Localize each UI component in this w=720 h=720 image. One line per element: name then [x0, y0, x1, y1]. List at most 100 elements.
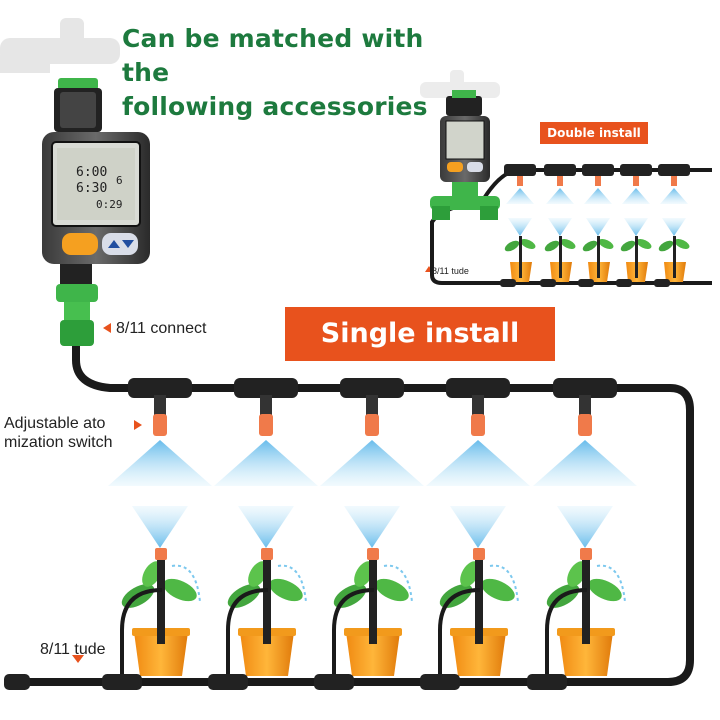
leaf	[504, 240, 520, 252]
leaf	[163, 578, 197, 602]
nozzle-tip	[557, 176, 563, 186]
drip-stake	[263, 548, 271, 644]
mist-spray	[584, 188, 612, 204]
water-timer: 6:00 6:30 6 0:29	[42, 78, 150, 346]
tee-fitting	[128, 378, 192, 398]
mist-spray	[508, 218, 532, 236]
feeder-tube	[226, 588, 269, 676]
drip-stake	[559, 236, 562, 278]
tube-fitting	[578, 279, 594, 287]
mist-spray	[548, 218, 572, 236]
tee-fitting	[620, 164, 652, 176]
nozzle-stem	[472, 395, 484, 415]
tee-fitting	[582, 164, 614, 176]
mist-spray	[238, 506, 294, 548]
flower-pot	[240, 632, 294, 676]
leaf	[588, 578, 622, 602]
drip-stake	[582, 548, 590, 644]
nozzle-tip	[471, 414, 485, 436]
leaf	[354, 561, 374, 587]
nozzle-stem	[260, 395, 272, 415]
stake-head	[367, 548, 379, 560]
drip-stake	[597, 236, 600, 278]
tube-end-cap	[4, 674, 30, 690]
mist-spray	[546, 188, 574, 204]
mist-spray	[132, 506, 188, 548]
headline: Can be matched with the following access…	[122, 22, 462, 124]
leaf	[620, 240, 636, 252]
timer-value2: 0:29	[96, 198, 123, 211]
leaf	[598, 239, 614, 249]
nozzle-stem	[366, 395, 378, 415]
leaf	[460, 561, 480, 587]
nozzle-tip	[633, 176, 639, 186]
flower-pot	[559, 632, 613, 676]
flower-pot	[452, 632, 506, 676]
switch-label-line1: Adjustable ato	[4, 415, 106, 432]
mist-spray	[586, 218, 610, 236]
inset-tube-label: 8/11 tude	[432, 266, 469, 276]
tee-fitting	[234, 378, 298, 398]
leaf	[142, 561, 162, 587]
drip-stake	[475, 548, 483, 644]
tee-fitting	[544, 164, 576, 176]
leaf	[582, 240, 598, 252]
drip-stake	[673, 236, 676, 278]
flower-pot	[134, 632, 188, 676]
double-install-inset	[430, 90, 712, 287]
nozzle-tip	[517, 176, 523, 186]
tube-fitting	[616, 279, 632, 287]
tee-fitting	[504, 164, 536, 176]
leaf	[481, 578, 515, 602]
tee-fitting	[446, 378, 510, 398]
leaf	[248, 561, 268, 587]
mist-spray	[506, 188, 534, 204]
leaf	[269, 578, 303, 602]
mist-spray	[450, 506, 506, 548]
nozzle-stem	[579, 395, 591, 415]
feeder-tube	[545, 588, 588, 676]
tube-fitting	[527, 674, 567, 690]
drip-stake	[369, 548, 377, 644]
bottom-fittings	[4, 674, 567, 690]
tube-fitting	[420, 674, 460, 690]
feeder-tube	[332, 588, 375, 676]
stake-head	[473, 548, 485, 560]
timer-time2: 6:30	[76, 181, 107, 196]
tube-fitting	[540, 279, 556, 287]
tube-fitting	[314, 674, 354, 690]
tube-fitting	[208, 674, 248, 690]
single-install-banner: Single install	[285, 307, 555, 361]
tube-fitting	[500, 279, 516, 287]
main-hose	[16, 341, 694, 686]
mist-spray	[624, 218, 648, 236]
plant-row	[120, 506, 626, 676]
nozzle-tip	[365, 414, 379, 436]
drip-stake	[635, 236, 638, 278]
feeder-tube	[438, 588, 481, 676]
stake-head	[261, 548, 273, 560]
switch-label: Adjustable ato mization switch	[4, 414, 112, 452]
nozzle-tip	[259, 414, 273, 436]
nozzle-tip	[595, 176, 601, 186]
leaf	[520, 239, 536, 249]
stake-head	[580, 548, 592, 560]
nozzle-tip	[578, 414, 592, 436]
nozzle-tip	[153, 414, 167, 436]
leaf	[544, 240, 560, 252]
tube-label: 8/11 tude	[40, 641, 106, 658]
leaf	[560, 239, 576, 249]
switch-label-line2: mization switch	[4, 434, 113, 451]
mist-spray	[557, 506, 613, 548]
mist-spray	[533, 440, 637, 486]
double-install-banner: Double install	[540, 122, 648, 144]
nozzle-tip	[671, 176, 677, 186]
tube-fitting	[102, 674, 142, 690]
leaf	[567, 561, 587, 587]
mist-spray	[320, 440, 424, 486]
headline-line2: following accessories	[122, 92, 428, 121]
mist-spray	[426, 440, 530, 486]
tee-fitting	[658, 164, 690, 176]
mist-spray	[660, 188, 688, 204]
